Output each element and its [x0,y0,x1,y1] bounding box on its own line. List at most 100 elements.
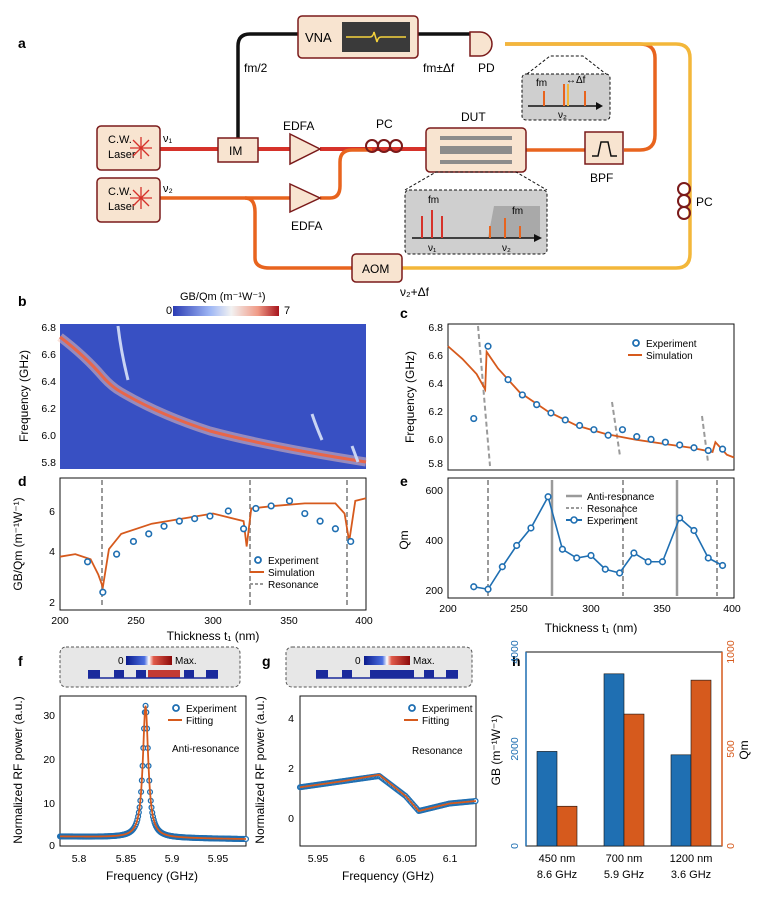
experiment-point [561,416,569,424]
panel-h: h GB (m⁻¹W⁻¹) Qm 4000 2000 0 1000 500 0 … [489,640,751,881]
legend-experiment-marker [632,339,640,347]
panel-g-axes [299,695,477,847]
gb-bar [670,754,692,847]
im-box [217,137,259,163]
rf-line [236,32,470,138]
panel-c-axes [447,323,735,471]
experiment-point [145,530,153,538]
laser2-starburst-icon [130,187,152,209]
panel-c-label: c [400,305,408,321]
aom-box [351,253,403,283]
laser2-label-2: Laser [108,201,136,213]
panel-h-ylabel-right: Qm [737,740,751,759]
panel-f-field-inset: 0 Max. [59,646,241,688]
inset-top-nu: ν₂ [558,110,567,121]
panel-b-ytick: 6.0 [41,430,56,442]
panel-e-legend: Anti-resonance Resonance Experiment [566,492,655,527]
panel-h-group-thickness: 1200 nm [670,853,713,865]
panel-e-xtick: 350 [653,603,671,615]
panel-g-inset-max: Max. [413,656,435,667]
experiment-point [347,537,355,546]
panel-b-ytick: 6.8 [41,322,56,334]
panel-g-xtick: 5.95 [308,853,329,865]
panel-b-ytick: 6.2 [41,403,56,415]
pc2-coils [677,182,691,220]
laser1-label-2: Laser [108,149,136,161]
experiment-point [267,502,275,510]
experiment-point [558,545,567,553]
panel-d-ytick: 4 [49,546,55,558]
panel-d-ytick: 2 [49,597,55,609]
inset-top-df: ↔Δf [566,75,586,86]
panel-h-ytick-right: 1000 [725,640,737,664]
panel-h-ylabel-left: GB (m⁻¹W⁻¹) [489,715,503,786]
panel-g-legend: Experiment Fitting [404,704,473,727]
panel-e-xtick: 300 [582,603,600,615]
dut-waveguide [440,136,512,164]
panel-e-ytick: 200 [425,585,443,597]
legend-experiment: Experiment [646,339,697,350]
fm-pm-label: fm±Δf [423,61,455,75]
qm-bar [556,805,578,847]
experiment-point [573,554,581,562]
panel-e-xtick: 200 [439,603,457,615]
legend-fitting: Fitting [186,716,213,727]
gb-bar [536,751,558,847]
panel-e: e Qm 600 400 200 200 250 300 350 400 Thi… [397,473,741,635]
panel-c-ytick: 6.4 [428,378,443,390]
panel-d-ytick: 6 [49,506,55,518]
panel-c-legend: Experiment Simulation [628,339,697,362]
legend-anti-resonance: Anti-resonance [587,492,655,503]
experiment-point [175,517,183,525]
experiment-point [704,554,712,562]
panel-e-label: e [400,473,408,489]
experiment-point [252,504,260,513]
experiment-point [615,569,624,577]
pd-icon [469,31,493,57]
experiment-point [498,563,506,571]
panel-g-xtick: 6 [359,853,365,865]
experiment-point [676,441,684,449]
panel-d-xtick: 300 [204,615,222,627]
experiment-point [630,549,638,557]
experiment-point [590,426,598,434]
laser1-box [96,125,161,171]
panel-f-xtick: 5.85 [116,853,137,865]
experiment-point [240,525,248,533]
panel-f-ytick: 0 [49,840,55,852]
experiment-point [661,438,669,446]
panel-g: g 0 Max. Normalized RF power (a.u.) 4 2 … [253,646,479,883]
legend-resonance: Resonance [268,580,319,591]
panel-c: c Frequency (GHz) 6.8 6.6 6.4 6.2 6.0 5.… [400,305,735,471]
panel-d-ylabel: GB/Qm (m⁻¹W⁻¹) [11,497,25,590]
panel-c-ytick: 6.2 [428,406,443,418]
bpf-label: BPF [590,171,613,185]
colorbar-max: 7 [284,305,290,317]
legend-experiment: Experiment [268,556,319,567]
experiment-point [690,526,698,535]
experiment-point [206,512,214,520]
pc1-coils [365,139,403,153]
experiment-point [676,514,684,522]
panel-e-ytick: 400 [425,535,443,547]
inset-top-fm: fm [536,78,547,89]
panel-h-group-frequency: 5.9 GHz [604,869,644,881]
panel-b-ytick: 6.6 [41,349,56,361]
panel-d-axes [59,477,367,611]
panel-f-ytick: 30 [43,710,55,722]
panel-h-ytick-left: 2000 [509,737,521,761]
panel-d-xtick: 350 [280,615,298,627]
experiment-point [618,426,627,434]
experiment-point [533,401,541,409]
panel-g-ytick: 0 [288,813,294,825]
inset-bottom-nu2: ν₂ [502,243,511,254]
panel-d-xtick: 200 [51,615,69,627]
edfa1-label: EDFA [283,119,314,133]
panel-f-ylabel: Normalized RF power (a.u.) [11,696,25,843]
panel-d-xtick: 250 [127,615,145,627]
plot-e [470,493,727,593]
panel-g-ytick: 2 [288,763,294,775]
panel-a: a C.W. Laser ν₁ C.W. Laser ν₂ IM EDFA [18,15,713,299]
panel-e-axes [447,477,735,599]
